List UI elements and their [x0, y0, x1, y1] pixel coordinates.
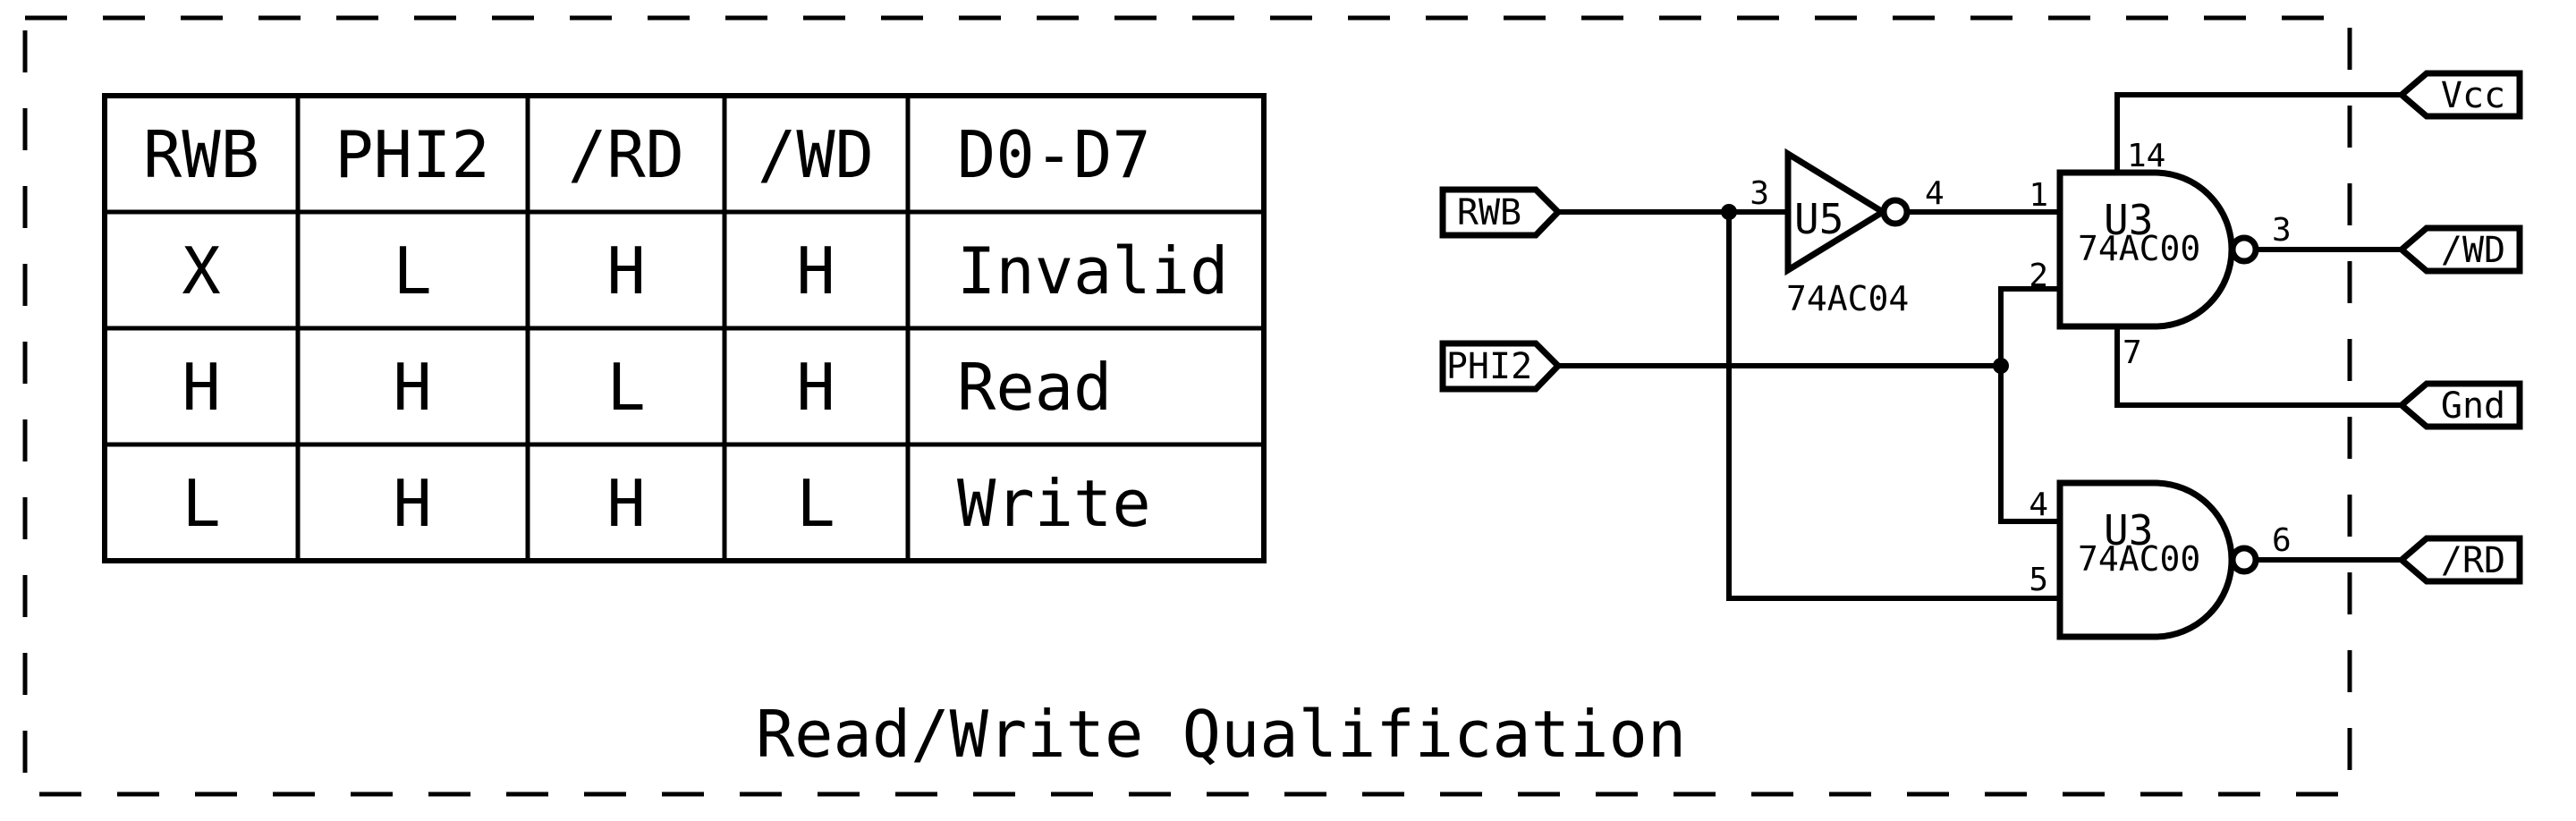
pin-number: 6 [2272, 522, 2292, 559]
power-flag-vcc: Vcc [2396, 70, 2523, 120]
table-header: PHI2 [335, 117, 489, 192]
table-header: RWB [143, 117, 259, 192]
output-flag-label: /WD [2441, 230, 2505, 271]
power-flag-gnd: Gnd [2396, 380, 2523, 430]
inverter-ref: U5 [1794, 195, 1843, 243]
input-flag-rwb: RWB [1439, 186, 1563, 239]
pin-number: 5 [2029, 562, 2048, 598]
table-cell: H [182, 350, 220, 425]
nand-body [2056, 479, 2235, 640]
table-cell: H [606, 233, 645, 309]
output-flag-shape [2396, 380, 2523, 430]
table-cell: H [393, 466, 431, 541]
power-flag-label: Gnd [2441, 385, 2505, 427]
output-flag-shape [2396, 224, 2523, 275]
pin-number: 4 [1925, 175, 1945, 212]
output-flag-rd: /RD [2396, 535, 2523, 585]
table-cell: Write [957, 466, 1151, 541]
output-flag-wd: /WD [2396, 224, 2523, 275]
truth-table: RWB PHI2 /RD /WD D0-D7 X L H H Invalid H… [102, 93, 1267, 563]
table-cell: L [606, 350, 645, 425]
pin-number: 3 [1750, 175, 1769, 212]
wires [1558, 92, 2402, 601]
nand-part: 74AC00 [2078, 229, 2200, 268]
input-flag-phi2: PHI2 [1439, 340, 1563, 393]
nand-body [2056, 169, 2235, 330]
nand-ref: U3 [2104, 506, 2153, 554]
junction-dot [1993, 358, 2009, 374]
output-flag-shape [2396, 535, 2523, 585]
table-header: D0-D7 [957, 117, 1151, 192]
pin-number: 7 [2123, 334, 2142, 371]
junction-dot [1721, 204, 1737, 220]
sheet-title: Read/Write Qualification [756, 697, 1686, 772]
pin-number: 1 [2029, 177, 2048, 214]
nand-bubble [2229, 234, 2259, 265]
inverter-u5: U5 74AC04 3 4 [1750, 148, 1945, 318]
nand-ref: U3 [2104, 196, 2153, 244]
table-cell: Invalid [957, 233, 1228, 309]
input-flag-shape [1439, 186, 1563, 239]
input-flag-label: RWB [1457, 192, 1521, 233]
input-flag-label: PHI2 [1446, 346, 1532, 387]
wire-pin14-to-vcc [2114, 92, 2402, 173]
table-cell: Read [957, 350, 1112, 425]
input-flag-shape [1439, 340, 1563, 393]
table-header: /WD [758, 117, 874, 192]
inverter-part: 74AC04 [1786, 279, 1909, 318]
pin-number: 14 [2127, 138, 2165, 174]
power-flag-label: Vcc [2441, 75, 2505, 116]
wire-pin7-to-gnd [2114, 326, 2402, 408]
nand-part: 74AC00 [2078, 539, 2200, 579]
table-header: /RD [568, 117, 684, 192]
table-cell: H [393, 350, 431, 425]
wire-phi2-to-pins-2-and-4 [1998, 286, 2060, 524]
output-flag-label: /RD [2441, 540, 2505, 581]
table-cell: X [182, 233, 220, 309]
nand-gate-bottom: U3 74AC00 4 5 6 [2029, 479, 2292, 640]
table-cell: L [796, 466, 835, 541]
nand-bubble [2229, 545, 2259, 575]
nand-gate-top: U3 74AC00 1 2 14 7 3 [2029, 138, 2291, 371]
table-cell: H [796, 233, 835, 309]
pin-number: 4 [2029, 487, 2048, 523]
wire-rwb-to-nand-bottom-pin5 [1726, 212, 2060, 601]
inverter-bubble [1880, 197, 1911, 227]
output-flag-shape [2396, 70, 2523, 120]
table-cell: L [182, 466, 220, 541]
table-cell: L [393, 233, 431, 309]
pin-number: 3 [2272, 212, 2292, 249]
pin-number: 2 [2029, 258, 2048, 294]
inverter-triangle [1784, 148, 1889, 276]
table-cell: H [606, 466, 645, 541]
table-cell: H [796, 350, 835, 425]
